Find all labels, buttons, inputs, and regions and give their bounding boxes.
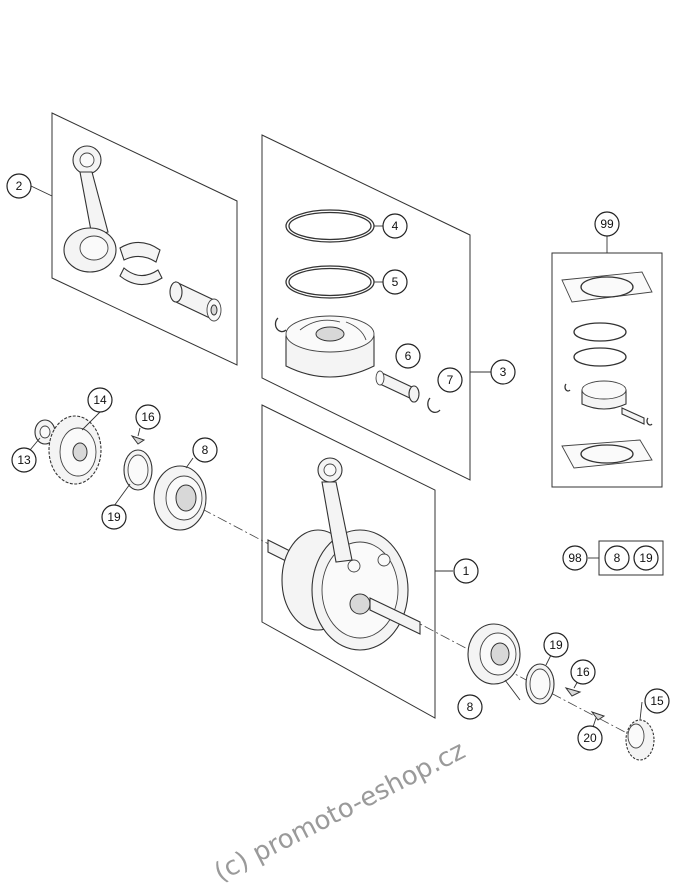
callout-15[interactable]: 15 [644, 688, 670, 714]
callout-19-kit[interactable]: 19 [633, 545, 659, 571]
callout-13[interactable]: 13 [11, 447, 37, 473]
svg-text:8: 8 [614, 551, 621, 565]
svg-text:16: 16 [141, 410, 155, 424]
svg-text:19: 19 [549, 638, 563, 652]
seal-ring-19-left [123, 449, 153, 491]
gear-14-illustration [48, 415, 102, 485]
bearing-shells-illustration [119, 241, 163, 286]
svg-text:19: 19 [107, 510, 121, 524]
connecting-rod-panel [51, 112, 238, 366]
callout-3[interactable]: 3 [490, 359, 516, 385]
svg-text:2: 2 [16, 179, 23, 193]
svg-text:7: 7 [447, 373, 454, 387]
svg-text:16: 16 [576, 665, 590, 679]
gear-15-illustration [625, 719, 655, 761]
bearing-8-left [153, 465, 207, 531]
piston-ring-second [285, 265, 375, 299]
callout-7[interactable]: 7 [437, 367, 463, 393]
gasket-kit-panel [551, 252, 663, 488]
svg-text:8: 8 [467, 700, 474, 714]
svg-text:99: 99 [600, 217, 614, 231]
callout-19-left[interactable]: 19 [101, 504, 127, 530]
connecting-rod-illustration [63, 145, 117, 273]
callout-20[interactable]: 20 [577, 725, 603, 751]
bearing-8-right [467, 623, 521, 685]
callout-1[interactable]: 1 [453, 558, 479, 584]
callout-4[interactable]: 4 [382, 213, 408, 239]
svg-text:6: 6 [405, 349, 412, 363]
key-20-illustration [590, 711, 606, 721]
callout-16-left[interactable]: 16 [135, 404, 161, 430]
svg-text:13: 13 [17, 453, 31, 467]
piston-illustration [285, 315, 375, 378]
callout-14[interactable]: 14 [87, 387, 113, 413]
crankshaft-panel [169, 404, 641, 741]
callout-98[interactable]: 98 [562, 545, 588, 571]
callout-2[interactable]: 2 [6, 173, 32, 199]
woodruff-key-left [130, 435, 146, 445]
svg-text:15: 15 [650, 694, 664, 708]
svg-text:8: 8 [202, 443, 209, 457]
svg-text:20: 20 [583, 731, 597, 745]
seal-ring-19-right [525, 663, 555, 705]
svg-text:4: 4 [392, 219, 399, 233]
circlip-left [274, 317, 287, 333]
woodruff-key-right [564, 687, 582, 697]
piston-ring-top [285, 209, 375, 243]
callout-8-kit[interactable]: 8 [604, 545, 630, 571]
svg-text:98: 98 [568, 551, 582, 565]
watermark-text: (c) promoto-eshop.cz [210, 736, 471, 889]
callout-5[interactable]: 5 [382, 269, 408, 295]
leader-lines [29, 185, 643, 731]
callout-6[interactable]: 6 [395, 343, 421, 369]
callout-99[interactable]: 99 [594, 211, 620, 237]
svg-text:5: 5 [392, 275, 399, 289]
callout-19-right[interactable]: 19 [543, 632, 569, 658]
svg-text:14: 14 [93, 393, 107, 407]
gudgeon-pin-illustration [169, 281, 222, 322]
piston-panel [261, 134, 471, 481]
callout-8-right[interactable]: 8 [457, 694, 483, 720]
svg-text:3: 3 [500, 365, 507, 379]
svg-text:19: 19 [639, 551, 653, 565]
crankshaft-illustration [267, 457, 421, 651]
svg-text:1: 1 [463, 564, 470, 578]
piston-pin-illustration [375, 370, 420, 403]
callout-16-right[interactable]: 16 [570, 659, 596, 685]
circlip-right [427, 397, 441, 413]
callout-8-left[interactable]: 8 [192, 437, 218, 463]
